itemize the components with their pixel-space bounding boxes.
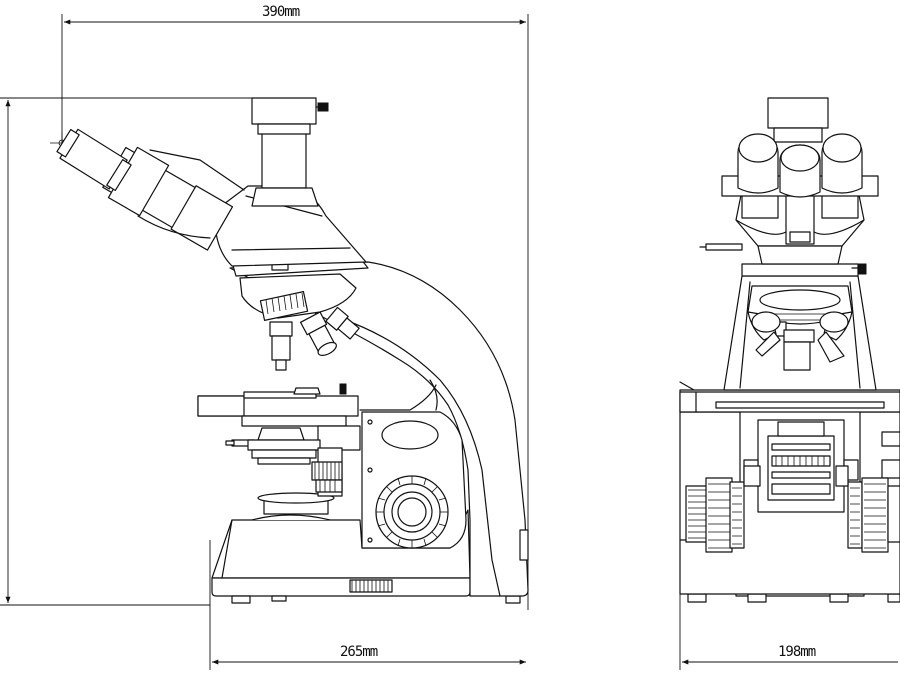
dimension-base-width: 198mm [679,580,898,670]
side-nosepiece [239,273,360,371]
front-head-mount [741,263,867,277]
front-nosepiece [747,285,853,371]
front-focus-knob-right [847,477,900,553]
dimension-overall-depth: 390mm [61,4,529,610]
front-eyepieces [737,97,863,198]
microscope-side-view [56,97,529,604]
side-stage [197,383,361,451]
side-condenser [247,427,343,515]
dimension-label-390: 390mm [262,4,300,20]
side-eyepiece-tubes [56,128,245,251]
dimension-label-265: 265mm [340,644,378,660]
side-base [211,509,521,604]
dimension-base-depth: 265mm [209,540,526,670]
front-stage [679,381,900,487]
side-trinocular-head [214,97,367,267]
side-field-lens [251,514,331,521]
microscope-front-view [679,97,900,603]
dimension-label-198: 198mm [778,644,816,660]
dimension-overall-height [0,97,258,606]
front-focus-knob-left [685,477,745,553]
side-focus-block [361,411,467,549]
side-arm [229,261,529,597]
